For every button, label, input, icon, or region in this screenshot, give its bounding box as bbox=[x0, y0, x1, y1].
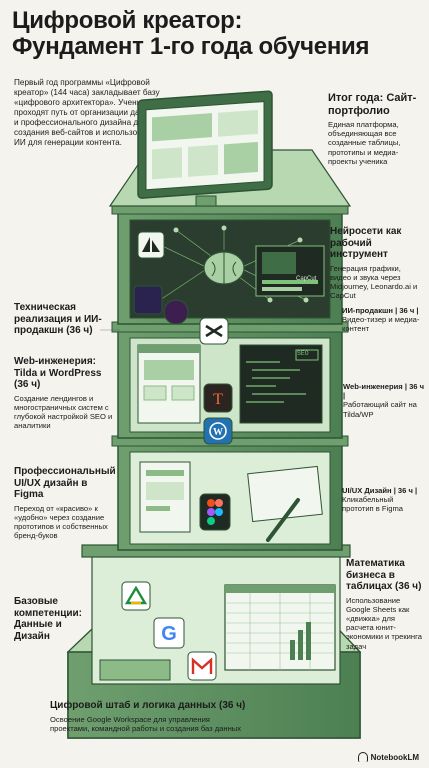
level-uiux bbox=[111, 435, 349, 551]
label-web-left: Web-инженерия: Tilda и WordPress (36 ч) … bbox=[14, 356, 113, 431]
label-uiux-right: UI/UX Дизайн | 36 ч | Кликабельный прото… bbox=[342, 486, 418, 514]
svg-text:T: T bbox=[213, 391, 223, 408]
pen-icon bbox=[266, 498, 300, 542]
label-base: Базовые компетенции: Данные и Дизайн bbox=[14, 596, 82, 642]
figma-icon bbox=[199, 493, 231, 531]
label-ai-tool: Нейросети как рабочий инструмент Генерац… bbox=[330, 226, 418, 301]
label-ai-production: ИИ-продакшн | 36 ч | Видео-тизер и медиа… bbox=[342, 306, 420, 334]
google-drive-icon bbox=[121, 581, 151, 611]
code-screen bbox=[239, 344, 323, 424]
spreadsheet-screen bbox=[224, 584, 336, 671]
video-editor-screen bbox=[255, 245, 325, 297]
monitor-icon bbox=[137, 90, 273, 207]
gmail-icon bbox=[187, 651, 217, 681]
svg-text:W: W bbox=[213, 427, 223, 438]
svg-text:G: G bbox=[161, 623, 177, 645]
wordpress-icon: W bbox=[203, 417, 233, 445]
label-tech: Техническая реализация и ИИ-продакшн (36… bbox=[14, 302, 102, 336]
brain-icon bbox=[203, 251, 245, 285]
level-web: T W bbox=[111, 321, 349, 445]
label-web-right: Web-инженерия | 36 ч | Работающий сайт н… bbox=[343, 382, 425, 419]
label-hq: Цифровой штаб и логика данных (36 ч) Осв… bbox=[50, 700, 246, 733]
level-portfolio bbox=[108, 90, 352, 207]
browser-window bbox=[137, 344, 201, 424]
leonardo-icon bbox=[133, 285, 189, 325]
google-icon: G bbox=[153, 617, 185, 649]
midjourney-icon bbox=[137, 231, 165, 259]
intro-text: Первый год программы «Цифровой креатор» … bbox=[14, 78, 160, 147]
label-portfolio: Итог года: Сайт-портфолио Единая платфор… bbox=[328, 92, 417, 166]
capcut-icon bbox=[199, 317, 229, 345]
label-math: Математика бизнеса в таблицах (36 ч) Исп… bbox=[346, 558, 422, 651]
tilda-icon: T bbox=[203, 383, 233, 413]
level-ai bbox=[111, 203, 349, 345]
label-uiux-left: Профессиональный UI/UX дизайн в Figma Пе… bbox=[14, 466, 116, 541]
page-title: Цифровой креатор: Фундамент 1-го года об… bbox=[12, 7, 370, 60]
notebooklm-icon bbox=[357, 752, 368, 762]
seo-badge: SEO bbox=[297, 350, 309, 357]
capcut-label: CapCut bbox=[296, 276, 317, 282]
footer-brand: NotebookLM bbox=[357, 752, 419, 762]
